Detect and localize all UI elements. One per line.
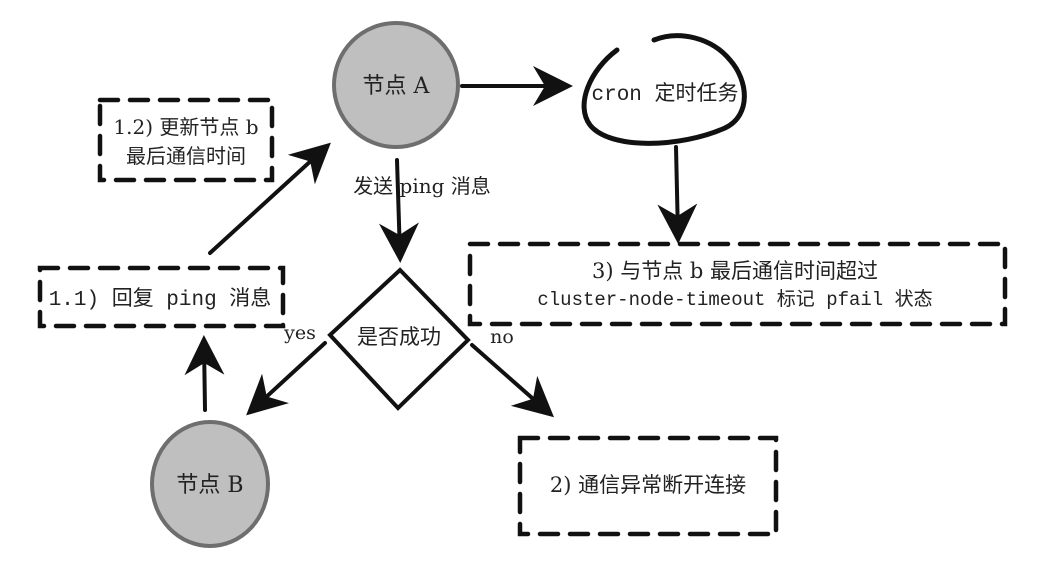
step-1-2-box: 1.2) 更新节点 b 最后通信时间 — [97, 97, 275, 183]
step-1-1-border — [37, 265, 286, 329]
step-1-1-box: 1.1) 回复 ping 消息 — [37, 265, 286, 329]
step-1-1-label: 1.1) 回复 ping 消息 — [49, 287, 272, 312]
arrow-step1-1-to-node-a — [208, 142, 331, 255]
node-b-circle — [150, 420, 270, 548]
node-b: 节点 B — [150, 420, 270, 548]
step-3-box: 3) 与节点 b 最后通信时间超过 cluster-node-timeout 标… — [467, 241, 1008, 327]
arrow-no-to-step2 — [470, 343, 555, 418]
cron-label: cron 定时任务 — [591, 82, 738, 107]
send-ping-label: 发送 ping 消息 — [353, 174, 491, 198]
arrow-cron-to-step3 — [657, 145, 698, 244]
step-2-box: 2) 通信异常断开连接 — [517, 435, 779, 537]
arrow-yes-to-node-b — [246, 341, 327, 416]
step-3-line-1: 3) 与节点 b 最后通信时间超过 — [592, 259, 878, 283]
decision-diamond: 是否成功 — [327, 267, 471, 411]
decision-label: 是否成功 — [357, 325, 441, 349]
cron-task: cron 定时任务 — [581, 33, 747, 146]
no-label: no — [490, 326, 514, 348]
cron-loop-shape — [581, 33, 747, 146]
arrow-node-b-to-step1-1 — [184, 335, 225, 412]
step-2-label: 2) 通信异常断开连接 — [550, 473, 746, 497]
node-a: 节点 A — [332, 21, 460, 149]
yes-label: yes — [283, 322, 316, 344]
step-1-2-line-2: 最后通信时间 — [126, 144, 246, 168]
node-a-label: 节点 A — [363, 74, 431, 99]
step-1-2-border — [97, 97, 275, 183]
arrow-a-to-decision — [378, 158, 419, 263]
node-b-label: 节点 B — [176, 473, 243, 498]
step-2-border — [517, 435, 779, 537]
step-3-line-2: cluster-node-timeout 标记 pfail 状态 — [537, 288, 932, 311]
step-3-border — [467, 241, 1008, 327]
node-a-circle — [332, 21, 460, 149]
decision-shape — [327, 267, 471, 411]
step-1-2-line-1: 1.2) 更新节点 b — [113, 115, 258, 139]
